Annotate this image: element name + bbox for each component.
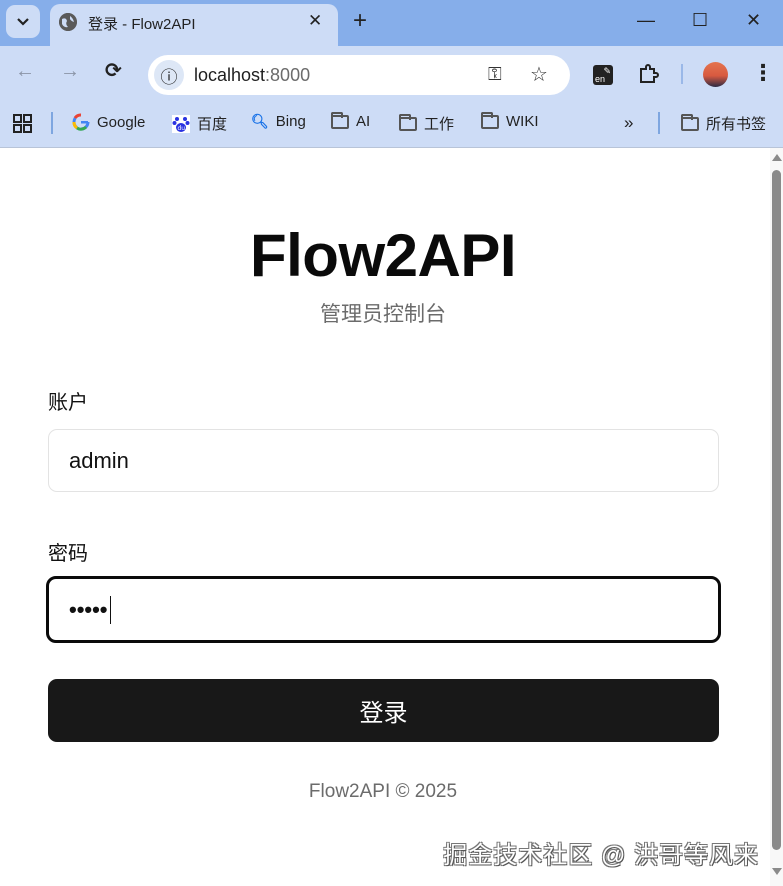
apps-grid-icon[interactable] [13, 114, 32, 133]
bookmark-folder-ai[interactable]: AI [331, 111, 370, 130]
username-label: 账户 [48, 392, 88, 414]
tab-title: 登录 - Flow2API [88, 16, 196, 33]
password-input[interactable]: ••••• [46, 576, 721, 643]
login-page: Flow2API 管理员控制台 账户 admin 密码 ••••• 登录 Flo… [0, 148, 770, 886]
google-icon [72, 113, 90, 131]
footer-copyright: Flow2API © 2025 [308, 781, 458, 802]
password-key-icon[interactable]: ⚿ [488, 64, 502, 84]
all-bookmarks-button[interactable]: 所有书签 [681, 113, 766, 134]
login-button[interactable]: 登录 [48, 679, 719, 742]
username-input[interactable]: admin [48, 429, 719, 492]
watermark: 掘金技术社区 @ 洪哥等风来 [443, 842, 759, 869]
folder-icon [331, 111, 349, 129]
address-bar[interactable]: ⓘ localhost:8000 ⚿ ☆ [148, 55, 570, 95]
baidu-icon: du [172, 114, 190, 133]
chevron-down-icon [17, 17, 29, 26]
url-text[interactable]: localhost:8000 [194, 65, 311, 85]
chrome-divider [0, 147, 783, 148]
new-tab-button[interactable]: + [353, 7, 368, 34]
password-label: 密码 [48, 543, 88, 565]
back-button[interactable]: ← [15, 60, 35, 82]
info-icon: ⓘ [160, 67, 178, 87]
toolbar-separator [681, 64, 683, 84]
scrollbar-thumb[interactable] [772, 170, 781, 850]
browser-menu-icon[interactable]: ⋮ [752, 60, 774, 85]
bookmarks-overflow-button[interactable]: » [624, 113, 634, 132]
bookmark-bing[interactable]: 🔍︎ Bing [251, 113, 306, 130]
scroll-down-arrow-icon[interactable] [772, 868, 782, 875]
globe-icon [59, 13, 77, 31]
reload-button[interactable]: ⟳ [105, 60, 122, 82]
folder-icon [681, 113, 699, 131]
page-subtitle: 管理员控制台 [320, 303, 446, 326]
folder-icon [481, 111, 499, 129]
bookmark-baidu[interactable]: du 百度 [172, 113, 227, 134]
browser-chrome: 登录 - Flow2API ✕ + — ☐ ✕ ← → ⟳ ⓘ localhos… [0, 0, 783, 148]
bookmark-google[interactable]: Google [72, 113, 145, 131]
tab-close-icon[interactable]: ✕ [308, 11, 323, 30]
forward-button[interactable]: → [60, 60, 80, 82]
bookmark-folder-work[interactable]: 工作 [399, 113, 454, 134]
puzzle-icon[interactable] [638, 64, 660, 86]
password-value: ••••• [69, 596, 108, 622]
page-scrollbar[interactable] [770, 148, 783, 886]
bookmark-star-icon[interactable]: ☆ [530, 64, 548, 86]
close-window-button[interactable]: ✕ [746, 10, 762, 30]
profile-avatar[interactable] [703, 62, 728, 87]
translate-extension-icon[interactable]: en ✎ [593, 65, 613, 85]
page-title: Flow2API [249, 222, 517, 289]
svg-text:du: du [178, 125, 186, 132]
browser-toolbar: ← → ⟳ ⓘ localhost:8000 ⚿ ☆ en ✎ ⋮ [0, 46, 783, 100]
folder-icon [399, 113, 417, 131]
maximize-button[interactable]: ☐ [692, 10, 709, 30]
username-value: admin [69, 447, 129, 473]
active-tab[interactable]: 登录 - Flow2API ✕ [50, 4, 338, 46]
tab-search-button[interactable] [6, 5, 40, 38]
scroll-up-arrow-icon[interactable] [772, 154, 782, 161]
minimize-button[interactable]: — [637, 10, 655, 30]
search-icon: 🔍︎ [251, 113, 269, 129]
bookmark-folder-wiki[interactable]: WIKI [481, 111, 539, 130]
bookmarks-separator [658, 112, 660, 134]
bookmarks-bar: Google du 百度 🔍︎ Bing AI 工作 WIKI » 所有书签 [0, 100, 783, 147]
bookmarks-separator [51, 112, 53, 134]
site-info-button[interactable]: ⓘ [154, 60, 184, 90]
text-caret [109, 595, 111, 624]
tab-strip: 登录 - Flow2API ✕ + — ☐ ✕ [0, 0, 783, 46]
